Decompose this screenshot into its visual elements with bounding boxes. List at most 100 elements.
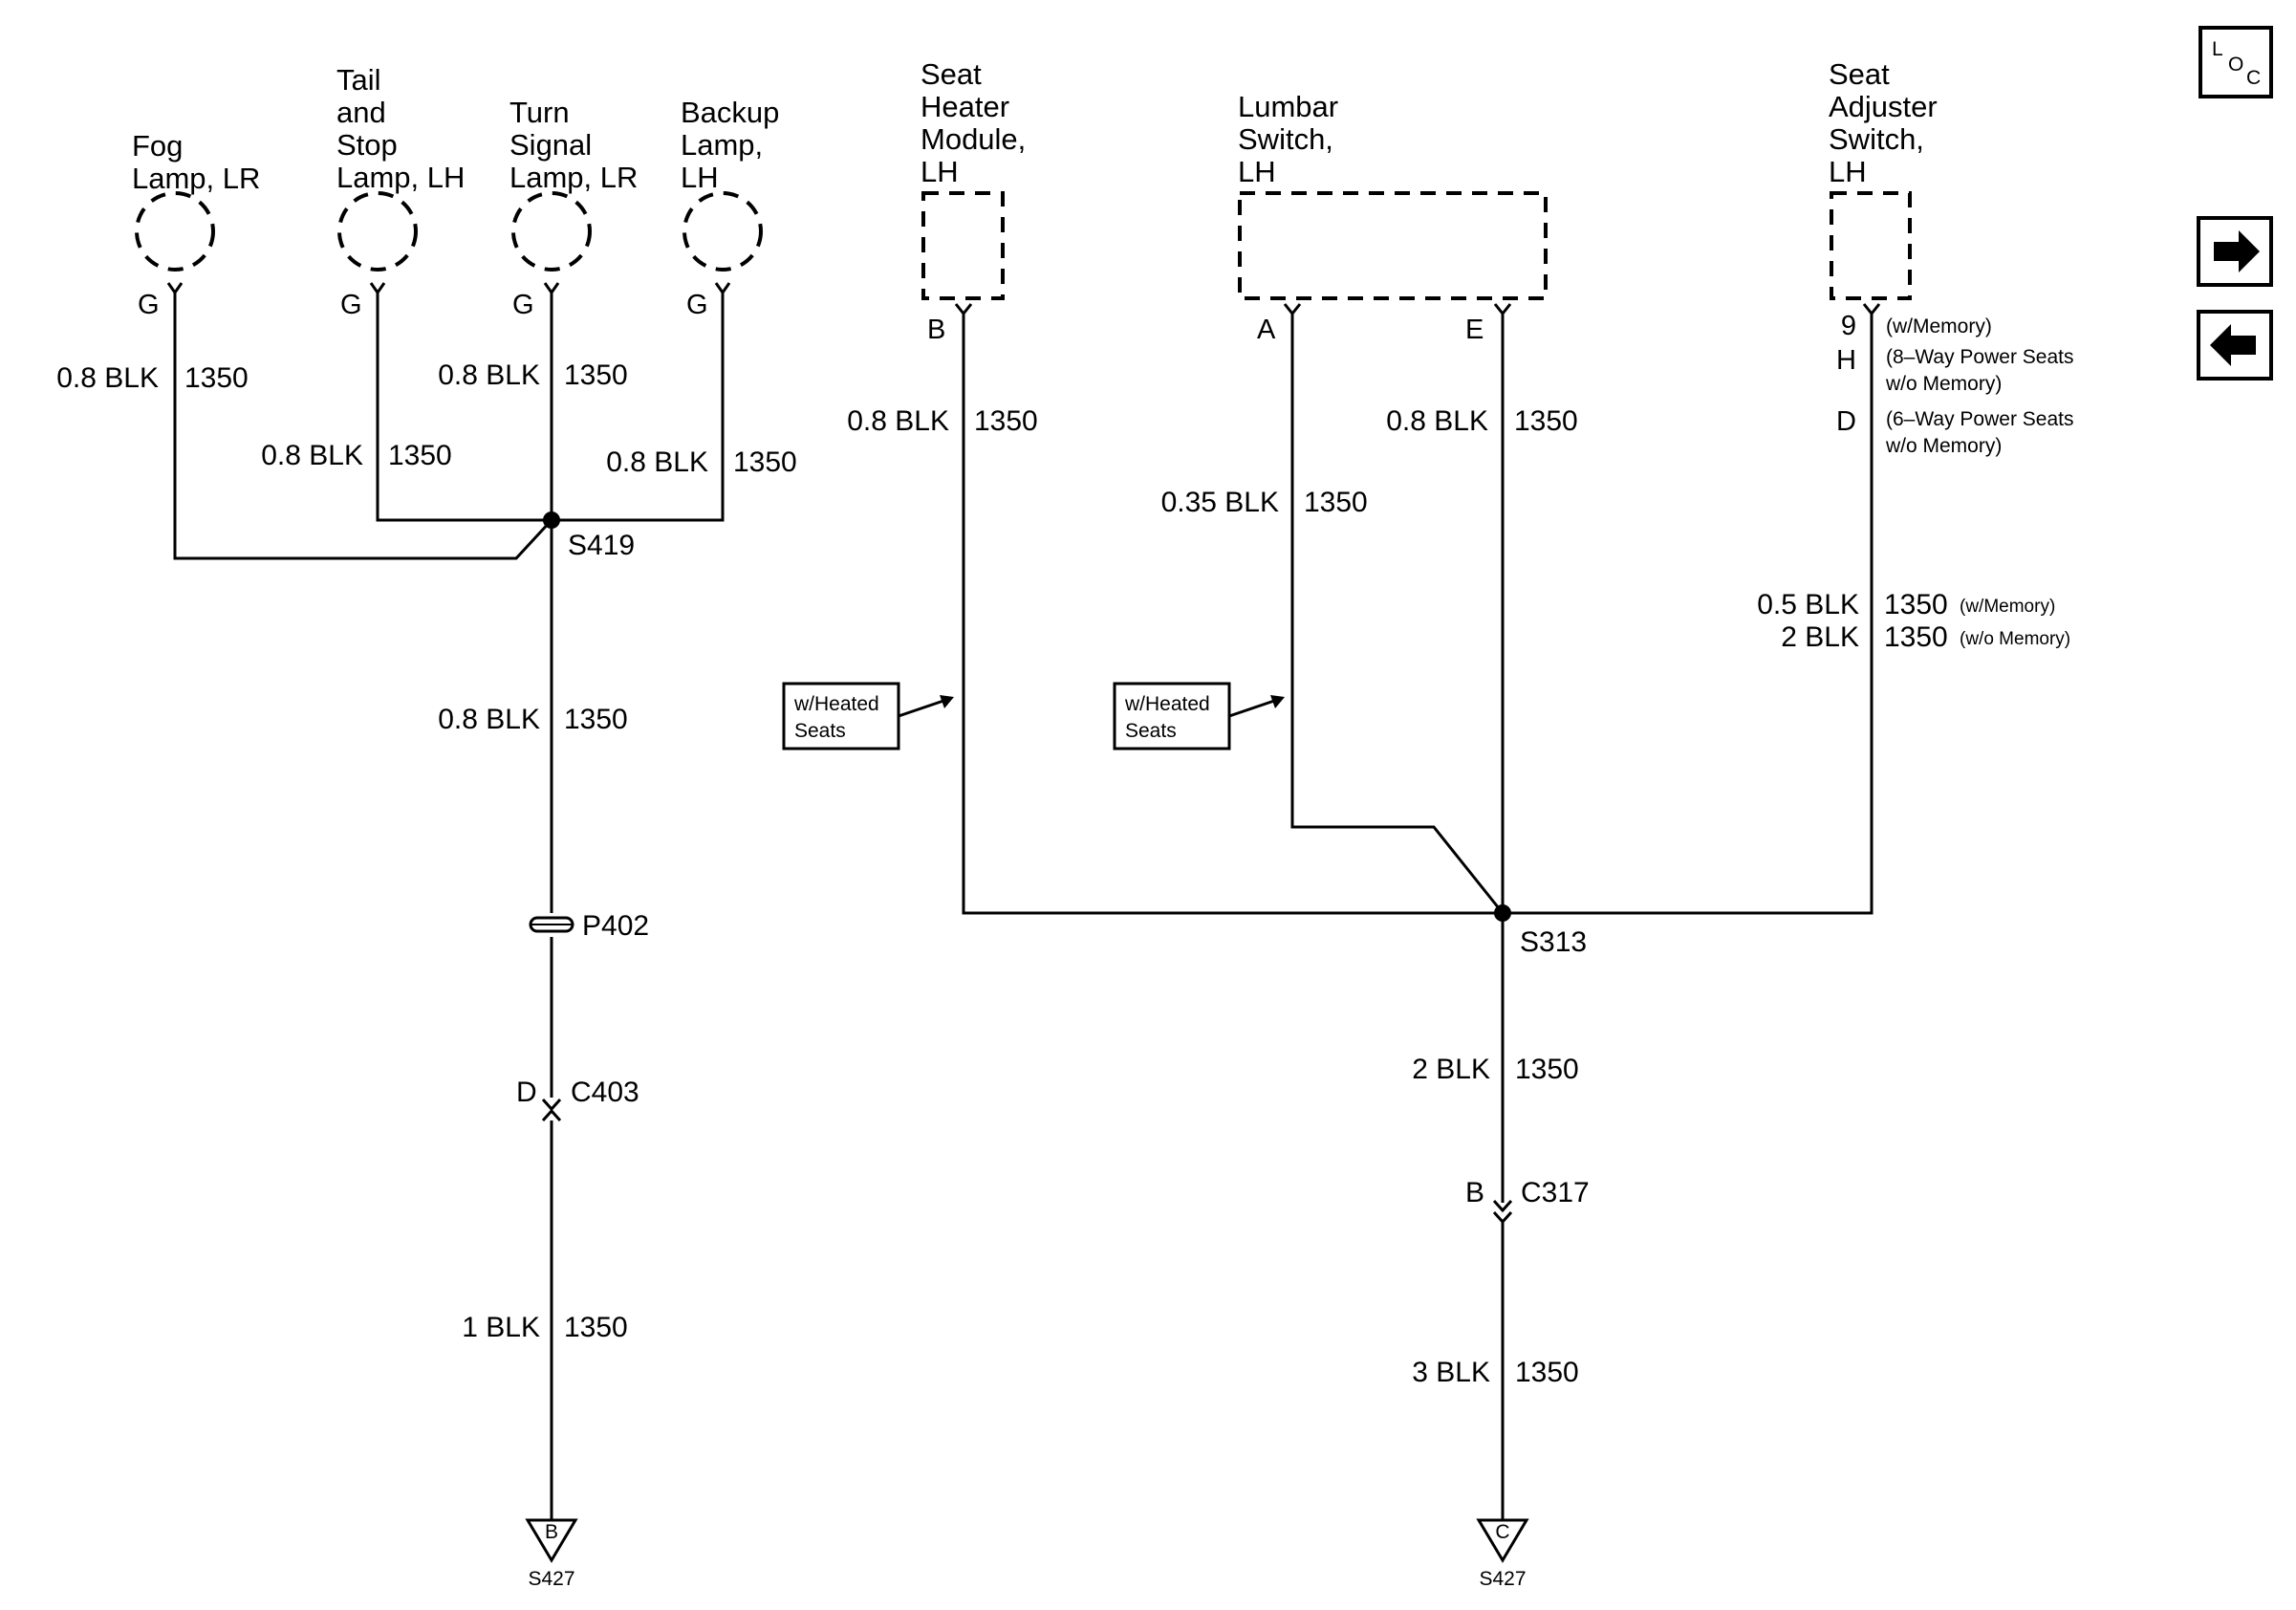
svg-text:B: B: [545, 1521, 558, 1543]
ground-s427-right: C S427: [1476, 1518, 1529, 1590]
svg-text:L: L: [2212, 38, 2223, 60]
fog-lamp-label: Fog Lamp, LR: [132, 129, 260, 195]
svg-text:Lamp, LR: Lamp, LR: [132, 162, 260, 195]
svg-text:LH: LH: [921, 155, 959, 188]
svg-text:1350: 1350: [733, 446, 797, 478]
backup-lamp-label: Backup Lamp, LH: [681, 96, 779, 194]
svg-text:Lamp,: Lamp,: [681, 128, 763, 162]
left-arrow-icon[interactable]: [2197, 310, 2273, 381]
svg-text:G: G: [686, 290, 708, 320]
svg-text:Seat: Seat: [1829, 57, 1890, 91]
svg-text:S313: S313: [1520, 926, 1587, 958]
svg-text:B: B: [1465, 1177, 1484, 1208]
svg-text:Seats: Seats: [794, 720, 846, 742]
backup-lamp-symbol: [682, 191, 763, 272]
connector-p402: P402: [529, 910, 649, 942]
svg-text:B: B: [927, 315, 945, 345]
svg-text:1350: 1350: [1515, 1357, 1579, 1388]
svg-text:Signal: Signal: [509, 128, 592, 162]
svg-text:S427: S427: [528, 1568, 574, 1590]
svg-text:H: H: [1836, 345, 1856, 376]
svg-text:0.8 BLK: 0.8 BLK: [438, 704, 540, 735]
fog-wire-label: 0.8 BLK 1350: [56, 362, 249, 394]
tail-wire: [376, 293, 552, 522]
svg-text:G: G: [512, 290, 534, 320]
svg-text:Backup: Backup: [681, 96, 779, 129]
svg-text:(8–Way Power Seats: (8–Way Power Seats: [1886, 346, 2073, 368]
svg-text:Stop: Stop: [336, 128, 398, 162]
lumbar-a-wire-label: 0.35 BLK 1350: [1161, 487, 1368, 518]
svg-text:LH: LH: [681, 161, 719, 194]
svg-text:1350: 1350: [184, 362, 249, 394]
svg-text:LH: LH: [1238, 155, 1276, 188]
svg-text:(w/o Memory): (w/o Memory): [1960, 629, 2070, 649]
svg-text:1 BLK: 1 BLK: [462, 1312, 540, 1343]
seat-adjuster-switch-box: [1830, 191, 1912, 300]
backup-wire: [552, 293, 725, 522]
svg-text:(6–Way Power Seats: (6–Way Power Seats: [1886, 408, 2073, 430]
svg-text:0.8 BLK: 0.8 BLK: [847, 405, 949, 437]
splice-s419: S419: [543, 511, 635, 561]
svg-text:Heater: Heater: [921, 90, 1009, 123]
heater-wire-label: 0.8 BLK 1350: [847, 405, 1038, 437]
svg-text:G: G: [138, 290, 160, 320]
lumbar-switch-box: [1238, 191, 1548, 300]
svg-text:2 BLK: 2 BLK: [1781, 621, 1859, 653]
svg-text:Module,: Module,: [921, 122, 1026, 156]
svg-text:1350: 1350: [564, 359, 628, 391]
svg-text:(w/Memory): (w/Memory): [1960, 597, 2055, 617]
svg-text:(w/Memory): (w/Memory): [1886, 315, 1992, 337]
svg-text:LH: LH: [1829, 155, 1867, 188]
adjuster-pins: 9 (w/Memory) H (8–Way Power Seats w/o Me…: [1836, 303, 2073, 457]
svg-text:1350: 1350: [1514, 405, 1578, 437]
lumbar-e-wire-label: 0.8 BLK 1350: [1386, 405, 1578, 437]
svg-text:Switch,: Switch,: [1829, 122, 1924, 156]
svg-text:D: D: [516, 1077, 537, 1108]
c403-down-wire-label: 1 BLK 1350: [462, 1312, 627, 1343]
lumbar-a-wire: [1290, 314, 1505, 914]
svg-text:1350: 1350: [1884, 621, 1948, 653]
seat-heater-module-box: [921, 191, 1005, 300]
svg-text:Lamp, LR: Lamp, LR: [509, 161, 638, 194]
splice-s313: S313: [1494, 904, 1587, 958]
ground-s427-left: B S427: [525, 1518, 578, 1590]
svg-text:0.8 BLK: 0.8 BLK: [1386, 405, 1488, 437]
svg-text:w/o Memory): w/o Memory): [1885, 373, 2002, 395]
svg-text:0.8 BLK: 0.8 BLK: [56, 362, 159, 394]
svg-text:1350: 1350: [1515, 1054, 1579, 1085]
turn-lamp-symbol: [511, 191, 592, 272]
svg-text:w/o Memory): w/o Memory): [1885, 435, 2002, 457]
svg-text:O: O: [2228, 54, 2243, 76]
svg-text:E: E: [1465, 315, 1484, 345]
turn-wire-label: 0.8 BLK 1350: [438, 359, 628, 391]
svg-text:1350: 1350: [974, 405, 1038, 437]
svg-text:9: 9: [1841, 311, 1856, 341]
svg-text:C317: C317: [1521, 1177, 1590, 1208]
svg-text:Tail: Tail: [336, 63, 381, 97]
svg-text:S419: S419: [568, 530, 635, 561]
s313-down-wire-label: 2 BLK 1350: [1412, 1054, 1578, 1085]
heater-wire: [962, 314, 1503, 915]
svg-text:Seat: Seat: [921, 57, 982, 91]
svg-text:Switch,: Switch,: [1238, 122, 1333, 156]
svg-text:A: A: [1257, 315, 1276, 345]
svg-text:0.5 BLK: 0.5 BLK: [1757, 589, 1859, 620]
turn-signal-lamp-label: Turn Signal Lamp, LR: [509, 96, 638, 194]
svg-text:0.8 BLK: 0.8 BLK: [606, 446, 708, 478]
svg-text:1350: 1350: [1304, 487, 1368, 518]
svg-text:1350: 1350: [564, 704, 628, 735]
seat-adjuster-switch-label: Seat Adjuster Switch, LH: [1829, 57, 1938, 188]
svg-text:S427: S427: [1479, 1568, 1526, 1590]
svg-text:1350: 1350: [1884, 589, 1948, 620]
loc-icon[interactable]: L O C: [2199, 26, 2273, 98]
right-arrow-icon[interactable]: [2197, 216, 2273, 287]
svg-text:Adjuster: Adjuster: [1829, 90, 1938, 123]
svg-text:P402: P402: [582, 910, 649, 942]
heated-seats-option-box-2: w/Heated Seats: [1113, 682, 1285, 751]
s419-down-wire-label: 0.8 BLK 1350: [438, 704, 628, 735]
tail-stop-lamp-label: Tail and Stop Lamp, LH: [336, 63, 465, 194]
seat-heater-module-label: Seat Heater Module, LH: [921, 57, 1026, 188]
svg-text:1350: 1350: [388, 440, 452, 471]
svg-text:w/Heated: w/Heated: [1124, 693, 1210, 715]
